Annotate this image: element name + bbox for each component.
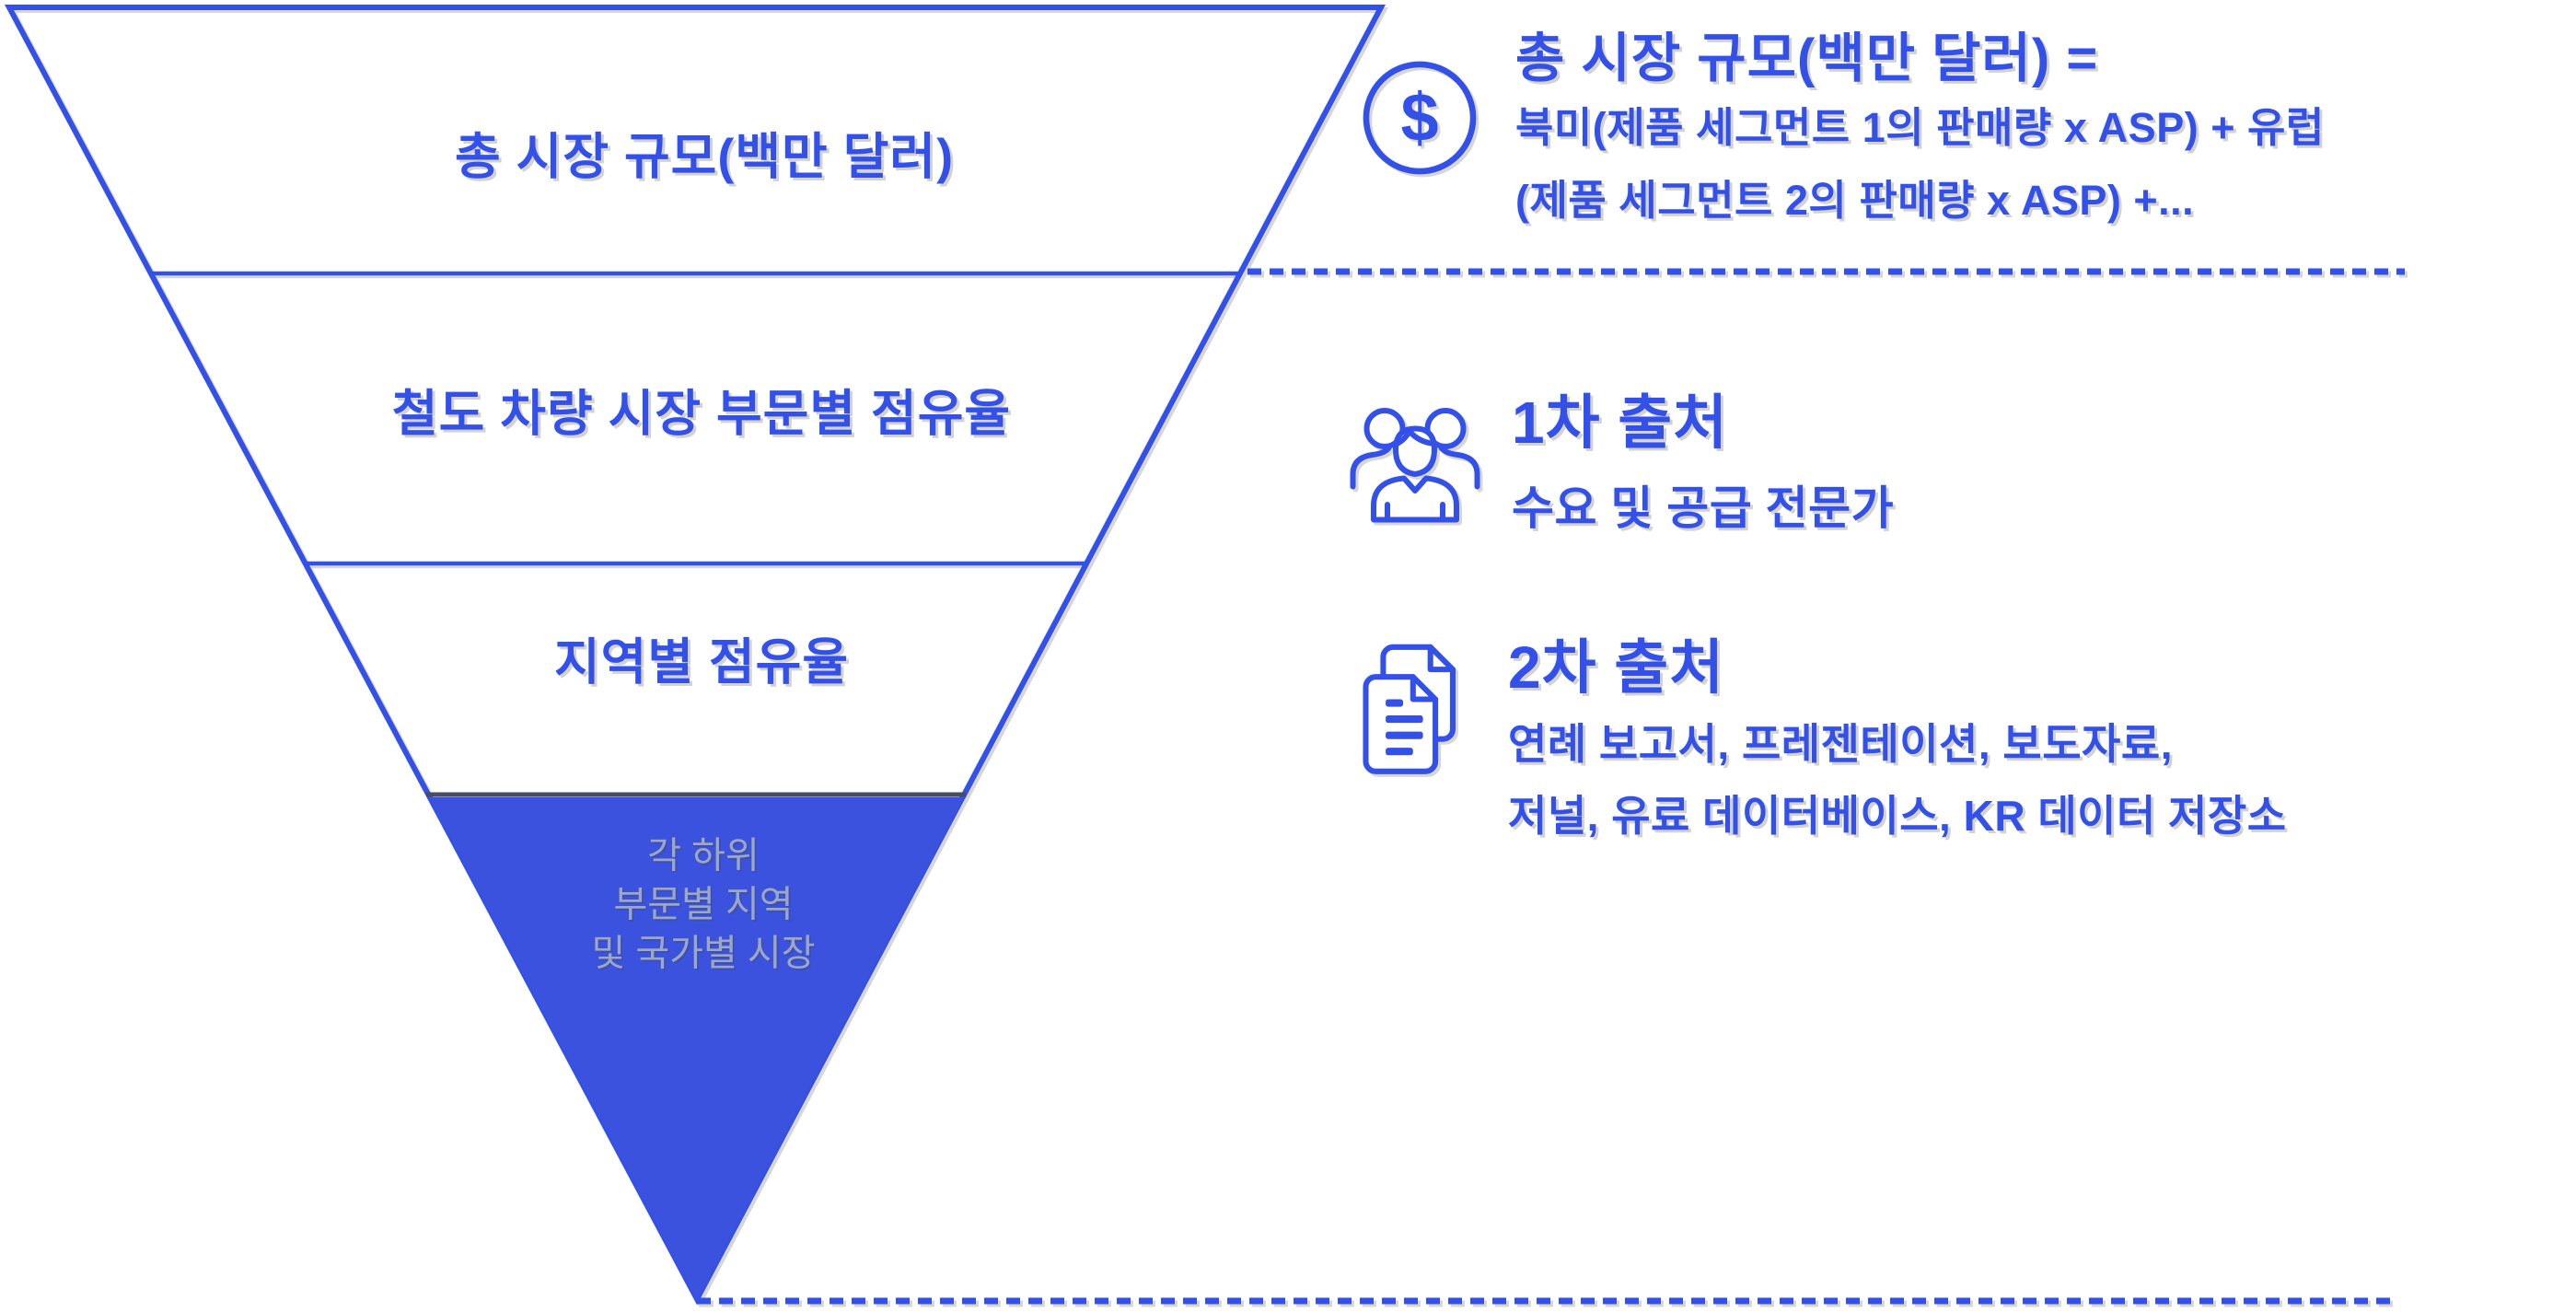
funnel-level-4-label: 각 하위 부문별 지역 및 국가별 시장 [591,832,815,979]
secondary-sources-description-line-1: 연례 보고서, 프레젠테이션, 보도자료, [1508,720,2173,768]
secondary-sources-title: 2차 출처 [1508,634,1725,701]
primary-sources-title: 1차 출처 [1512,389,1729,456]
market-size-formula-line-2: (제품 세그먼트 2의 판매량 x ASP) +... [1515,177,2195,224]
funnel-outline [5,5,1386,1306]
market-size-formula-line-1: 북미(제품 세그먼트 1의 판매량 x ASP) + 유럽 [1515,104,2325,151]
funnel-level-3-label: 지역별 점유율 [553,634,850,691]
funnel-level-1-label: 총 시장 규모(백만 달러) [454,129,955,185]
funnel-level-4-line-3: 및 국가별 시장 [591,933,816,974]
dollar-circle-icon: $ [1363,61,1477,175]
documents-icon [1363,644,1456,774]
secondary-sources-description-line-2: 저널, 유료 데이터베이스, KR 데이터 저장소 [1508,792,2287,840]
funnel-bottom-filled-triangle [429,797,963,1299]
dollar-symbol: $ [1400,79,1438,156]
funnel-level-4-line-1: 각 하위 [647,835,760,877]
funnel-level-2-label: 철도 차량 시장 부문별 점유율 [391,386,1012,442]
people-group-icon [1350,408,1480,523]
market-size-title: 총 시장 규모(백만 달러) = [1515,29,2099,88]
funnel-level-4-line-2: 부문별 지역 [613,884,794,925]
primary-sources-description: 수요 및 공급 전문가 [1512,482,1895,534]
